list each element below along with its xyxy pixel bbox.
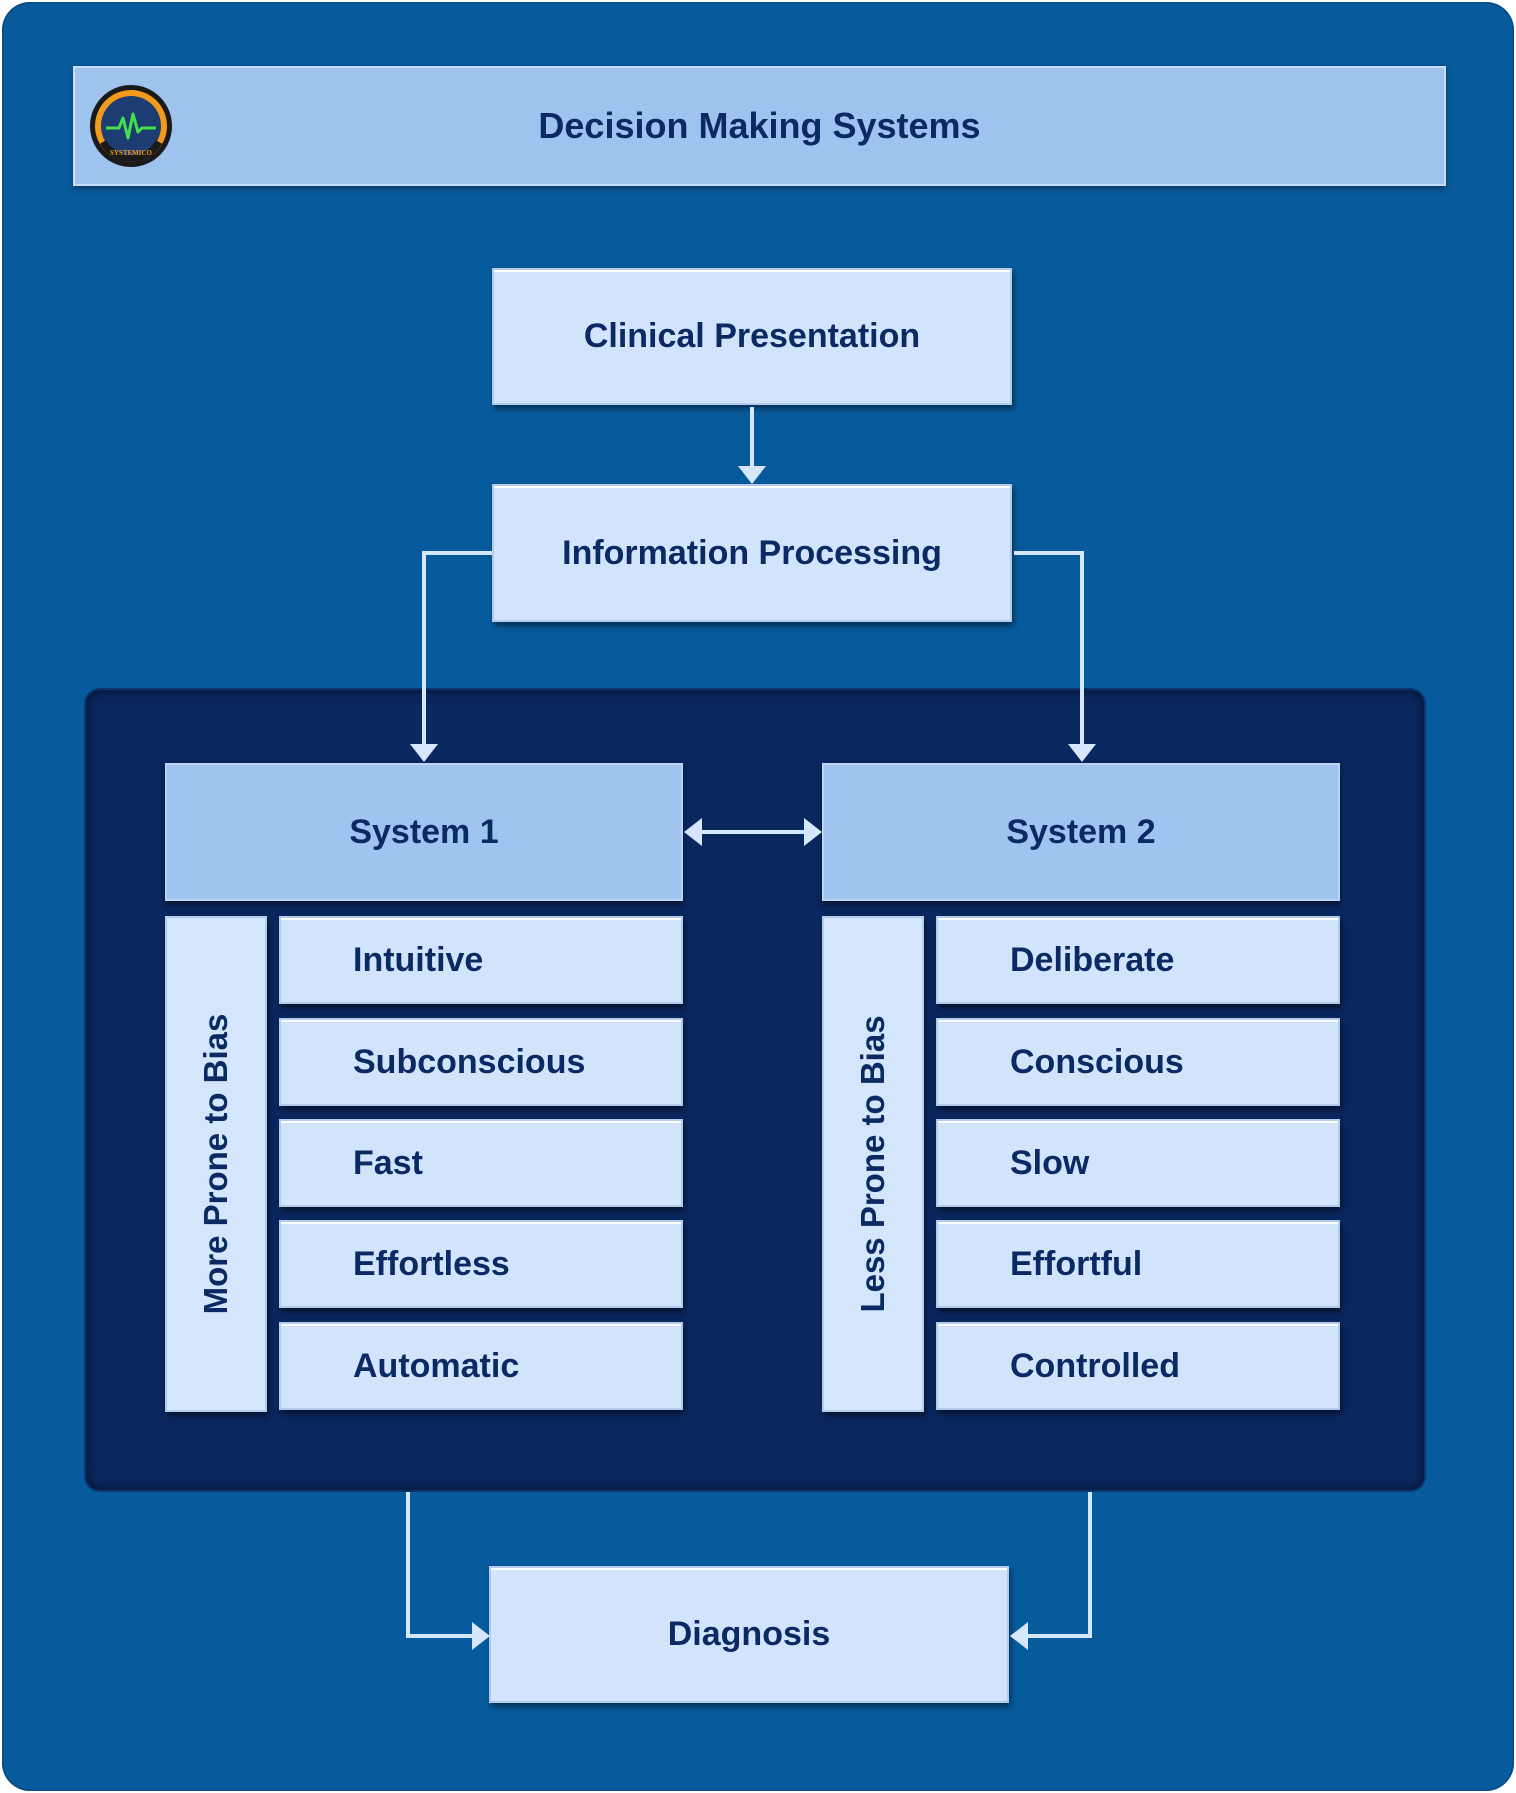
system2-header: System 2 bbox=[822, 763, 1340, 901]
clinical-presentation-box: Clinical Presentation bbox=[492, 268, 1012, 405]
arrow-info-to-system1 bbox=[422, 551, 492, 746]
diagnosis-box: Diagnosis bbox=[489, 1566, 1009, 1703]
arrowhead-down-icon bbox=[410, 744, 438, 762]
system2-trait: Slow bbox=[936, 1119, 1340, 1207]
arrowhead-right-icon bbox=[472, 1622, 490, 1650]
system1-trait: Intuitive bbox=[279, 916, 683, 1004]
system2-trait: Effortful bbox=[936, 1220, 1340, 1308]
system1-side-label: More Prone to Bias bbox=[165, 916, 267, 1412]
arrow-system2-to-diagnosis bbox=[1026, 1492, 1092, 1638]
arrowhead-left-icon bbox=[684, 818, 702, 846]
system1-trait: Subconscious bbox=[279, 1018, 683, 1106]
arrow-info-to-system2 bbox=[1014, 551, 1084, 746]
system1-header: System 1 bbox=[165, 763, 683, 901]
title-bar: SYSTEMICO Decision Making Systems bbox=[73, 66, 1446, 186]
information-processing-box: Information Processing bbox=[492, 484, 1012, 622]
logo-text: SYSTEMICO bbox=[110, 149, 153, 157]
system2-trait: Deliberate bbox=[936, 916, 1340, 1004]
arrowhead-down-icon bbox=[1068, 744, 1096, 762]
arrowhead-left-icon bbox=[1010, 1622, 1028, 1650]
arrowhead-down-icon bbox=[738, 466, 766, 484]
system2-trait: Conscious bbox=[936, 1018, 1340, 1106]
system2-trait: Controlled bbox=[936, 1322, 1340, 1410]
systemico-logo-icon: SYSTEMICO bbox=[90, 85, 172, 167]
arrowhead-right-icon bbox=[804, 818, 822, 846]
arrow-system1-to-diagnosis bbox=[406, 1492, 474, 1638]
diagram-title: Decision Making Systems bbox=[538, 105, 981, 146]
system1-trait: Fast bbox=[279, 1119, 683, 1207]
system1-trait: Effortless bbox=[279, 1220, 683, 1308]
system1-trait: Automatic bbox=[279, 1322, 683, 1410]
system2-side-label: Less Prone to Bias bbox=[822, 916, 924, 1412]
